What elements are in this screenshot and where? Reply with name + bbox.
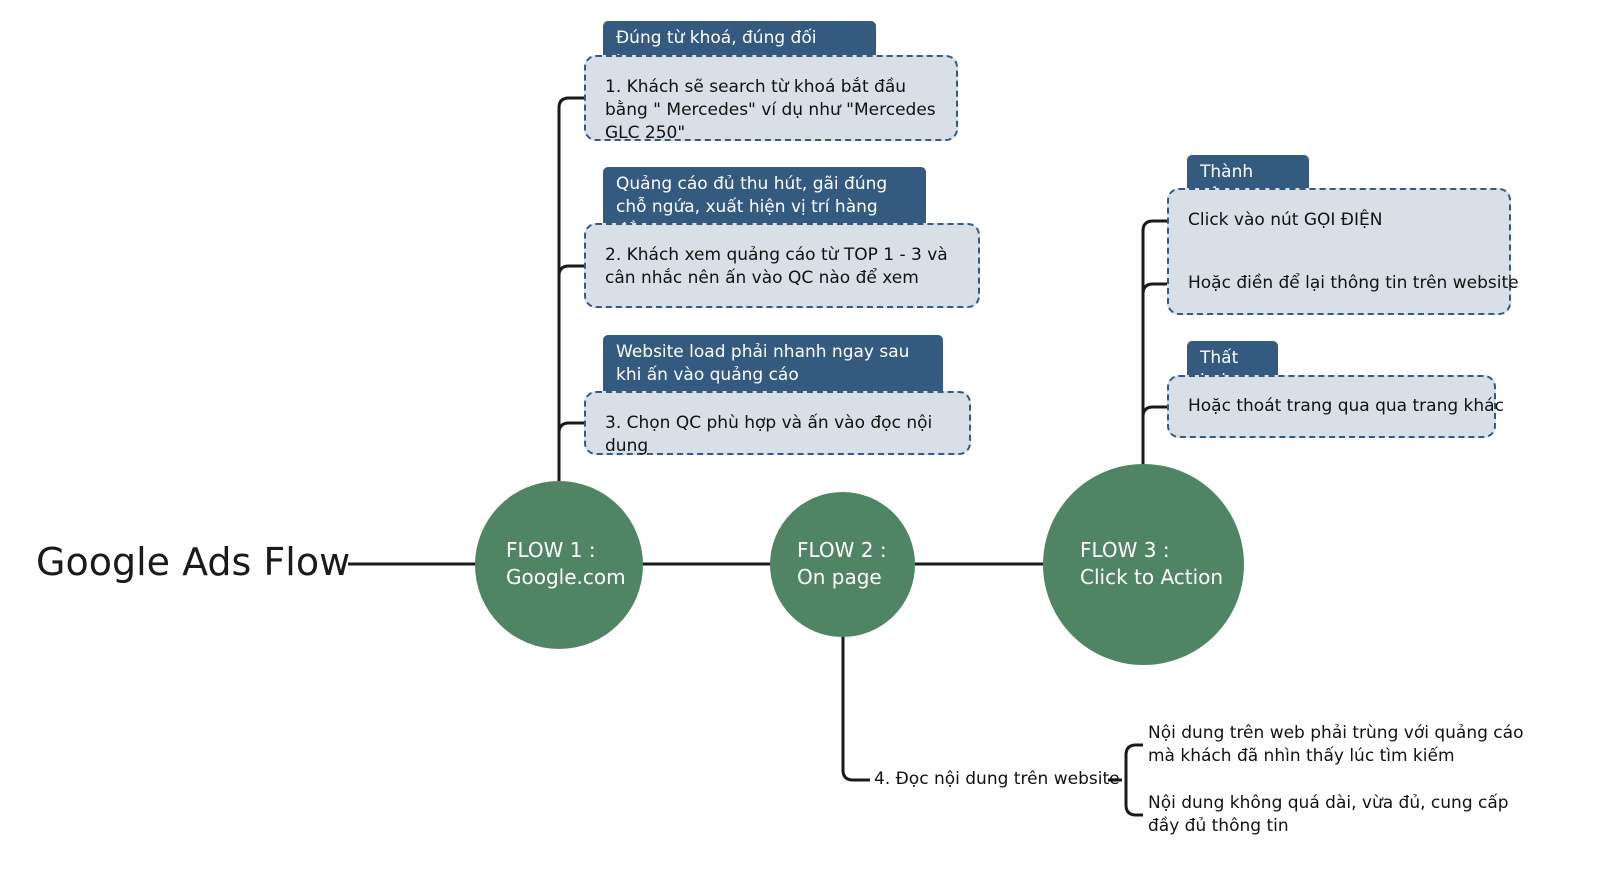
flow1-label: FLOW 1 : [506,538,596,562]
flow3-branch-1 [1141,219,1182,466]
flow1-step1-tag: Đúng từ khoá, đúng đối tượng [603,21,876,71]
diagram-title: Google Ads Flow [36,540,351,584]
flow1-step3-tag: Website load phải nhanh ngay sau khi ấn … [603,335,943,391]
flow3-failure-tag: Thất bại [1187,341,1278,391]
flow2-note-2: Nội dung không quá dài, vừa đủ, cung cấp… [1148,793,1509,836]
flow1-step2-text: 2. Khách xem quảng cáo từ TOP 1 - 3 và c… [605,245,948,288]
flow2-branch [841,634,870,782]
flow1-branch-2 [557,264,584,277]
flow2-sublabel: On page [797,565,882,589]
flow1-step3-text: 3. Chọn QC phù hợp và ấn vào đọc nội dun… [605,413,933,456]
flow2-note-1: Nội dung trên web phải trùng với quảng c… [1148,723,1524,766]
flow3-sublabel: Click to Action [1080,565,1224,589]
flow3-success-box: Click vào nút GỌI ĐIỆN Hoặc điền để lại … [1167,188,1519,315]
flow3-success-item-1: Click vào nút GỌI ĐIỆN [1188,210,1383,230]
flow3-circle: FLOW 3 : Click to Action [1043,464,1244,665]
flow3-label: FLOW 3 : [1080,538,1170,562]
flow3-branch-3 [1141,405,1182,418]
flow2-circle: FLOW 2 : On page [770,492,915,637]
flow1-circle: FLOW 1 : Google.com [475,481,643,649]
flow1-step3-box: 3. Chọn QC phù hợp và ấn vào đọc nội dun… [584,391,971,456]
flow2-step-label: 4. Đọc nội dung trên website [874,769,1120,789]
flow1-step1-box: 1. Khách sẽ search từ khoá bắt đầu bằng … [584,55,958,143]
flow1-branch-1 [557,96,584,482]
flow1-step2-tag: Quảng cáo đủ thu hút, gãi đúng chỗ ngứa,… [603,167,926,240]
flow1-sublabel: Google.com [506,565,626,589]
flow3-success-tag: Thành công [1187,155,1309,205]
flow1-step1-text: 1. Khách sẽ search từ khoá bắt đầu bằng … [605,77,936,143]
flow2-label: FLOW 2 : [797,538,887,562]
flow3-failure-item-1: Hoặc thoát trang qua qua trang khác [1188,396,1504,416]
flow3-success-item-2: Hoặc điền để lại thông tin trên website [1188,273,1519,293]
flow1-branch-3 [557,421,584,434]
flow3-branch-2 [1141,282,1182,295]
flow3-failure-box: Hoặc thoát trang qua qua trang khác [1167,375,1504,438]
flow2-notes-bracket [1124,743,1143,817]
flow1-step2-box: 2. Khách xem quảng cáo từ TOP 1 - 3 và c… [584,223,980,308]
